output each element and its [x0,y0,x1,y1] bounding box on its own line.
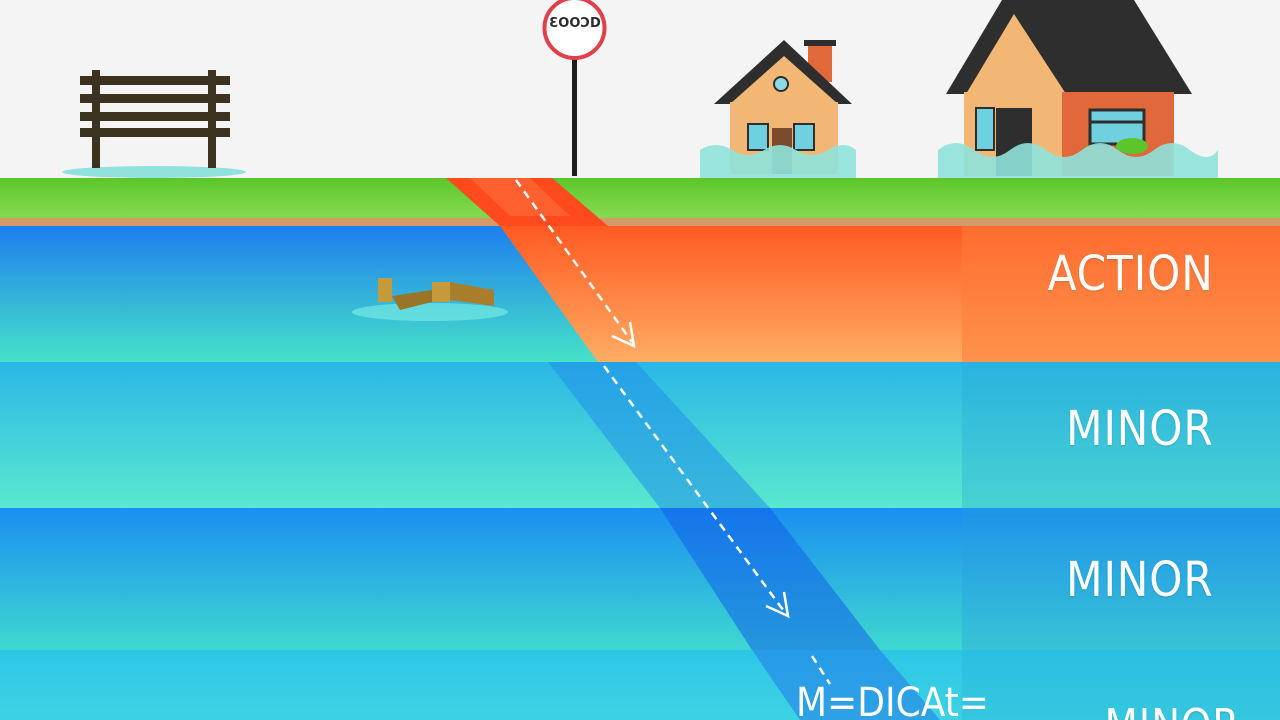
channel-in-minor-1 [548,362,770,508]
band-action-label-panel [962,226,1280,362]
debris-plank-3 [432,282,450,302]
channel-in-moderate [752,650,940,720]
band-label-minor-2: MINOR [1066,552,1214,608]
small-house-icon [700,40,856,178]
debris-plank-2 [392,290,432,310]
band-minor-2 [0,508,1280,650]
flow-arrow-2-head [765,591,790,619]
flow-arrow-1-head [611,321,636,349]
grass [0,178,1280,220]
debris-ripple [352,303,508,321]
band-moderate-label-panel [962,650,1280,720]
band-label-action: ACTION [1047,246,1214,302]
channel-in-minor-2 [660,508,880,650]
band-label-bottom-partial: MINOR [1104,700,1240,720]
soil-line [0,218,1280,226]
flow-arrow-2 [602,365,788,615]
large-house-icon [938,0,1218,178]
red-channel-highlight [470,178,570,216]
debris-plank-4 [450,282,494,306]
band-minor-2-label-panel [962,508,1280,650]
sign-text: ƐOOƆD [549,16,601,31]
debris-plank-1 [378,278,392,302]
band-minor-1-label-panel [962,362,1280,508]
bench-icon [62,70,246,178]
band-label-moderate-partial: M=DICAt= [796,680,989,720]
band-moderate [0,650,1280,720]
warning-sign-icon [542,0,607,176]
flow-arrow-3 [810,655,832,685]
band-label-minor-1: MINOR [1066,401,1214,457]
flow-arrow-1 [514,179,634,343]
